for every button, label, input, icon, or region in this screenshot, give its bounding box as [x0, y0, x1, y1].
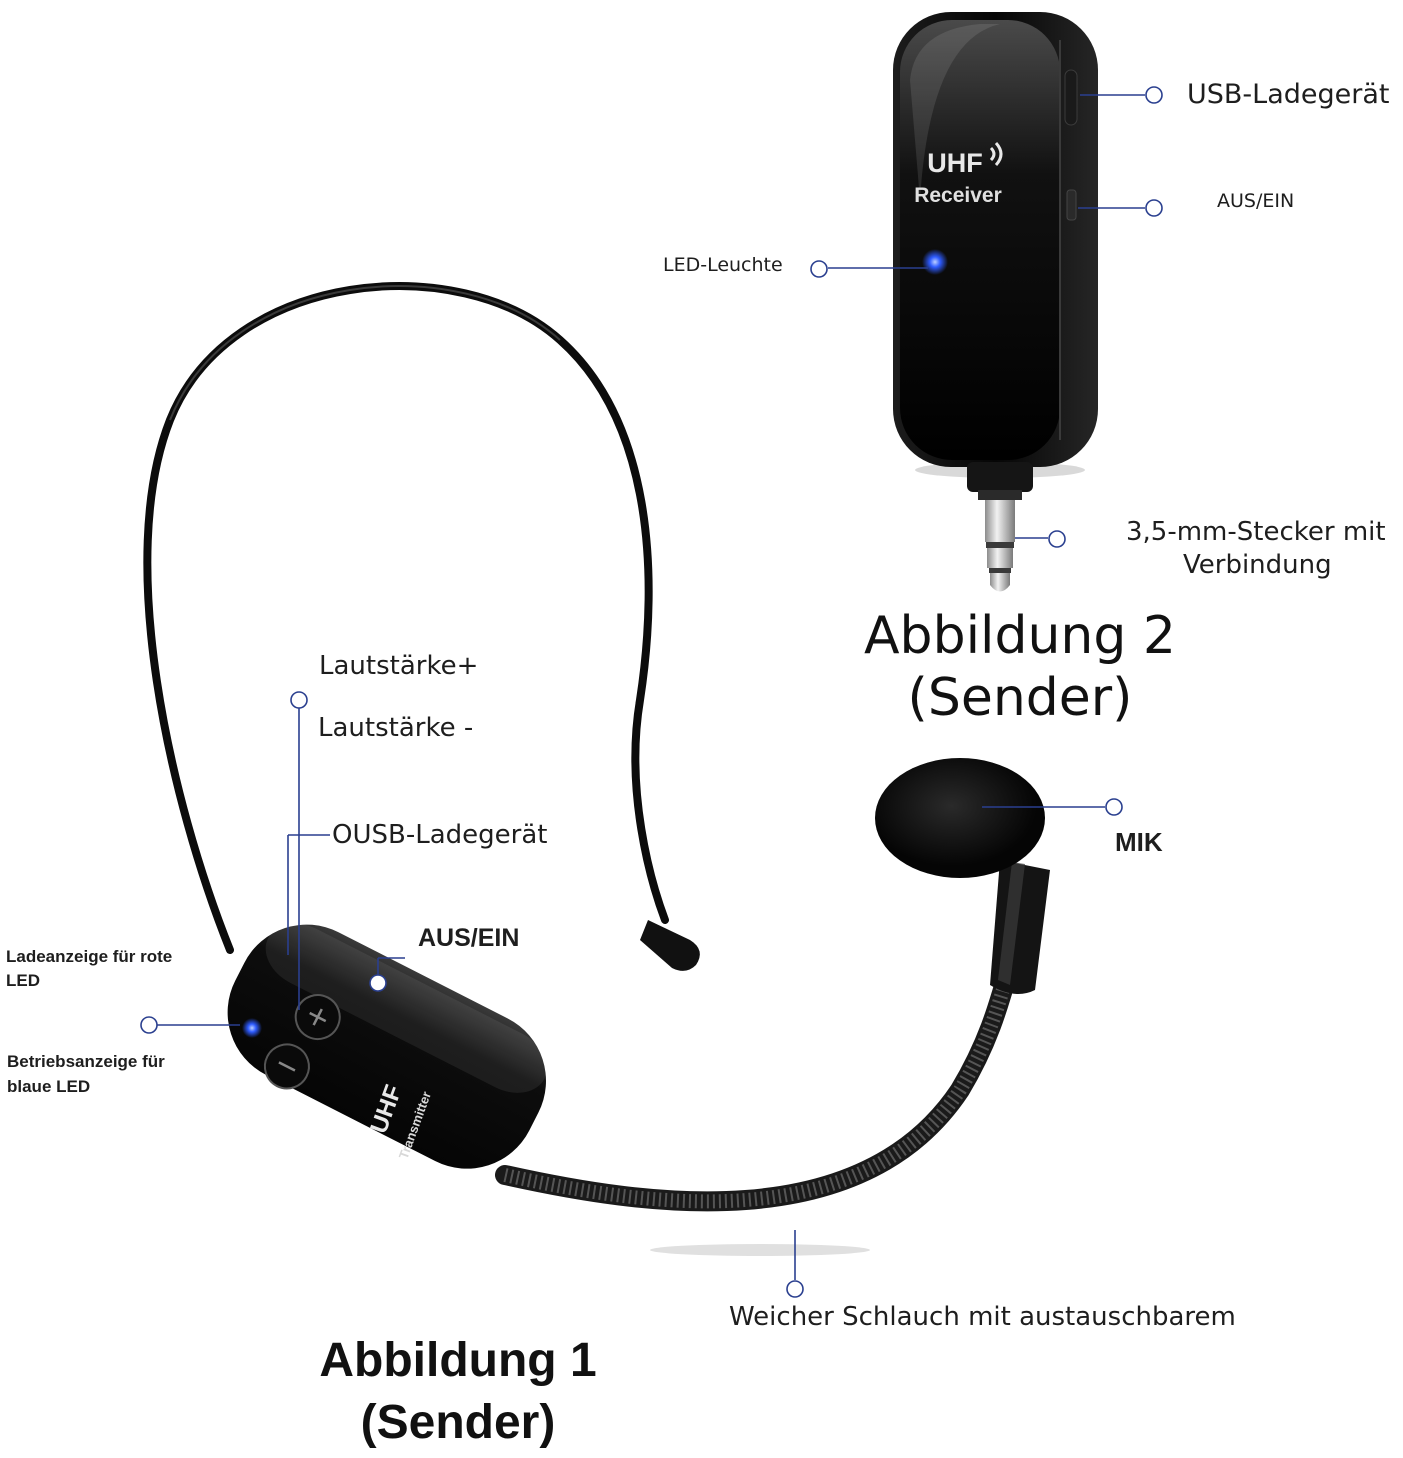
jack-plug-icon [985, 500, 1015, 592]
red-led-label-line1: Ladeanzeige für rote [6, 947, 173, 966]
receiver-plug-label-line2: Verbindung [1183, 550, 1332, 580]
blue-led-label-line2: blaue LED [7, 1077, 91, 1096]
transmitter-figure-title: Abbildung 1 [319, 1334, 597, 1387]
receiver-led-icon [922, 249, 948, 275]
receiver-figure-subtitle: (Sender) [907, 668, 1133, 728]
receiver-plug-label-line1: 3,5-mm-Stecker mit [1126, 517, 1386, 547]
transmitter-usb-label: OUSB-Ladegerät [332, 820, 548, 850]
receiver-led-label: LED-Leuchte [663, 254, 783, 276]
blue-led-label-line1: Betriebsanzeige für [7, 1052, 165, 1071]
transmitter-figure-subtitle: (Sender) [360, 1396, 556, 1449]
mic-label: MIK [1115, 827, 1163, 857]
receiver-figure-title: Abbildung 2 [863, 606, 1177, 666]
headset-transmitter: UHF Transmitter [143, 282, 1050, 1256]
receiver-usb-label: USB-Ladegerät [1187, 79, 1390, 110]
volume-up-label: Lautstärke+ [319, 651, 479, 681]
receiver-device: UHF Receiver [893, 12, 1098, 592]
red-led-label-line2: LED [6, 971, 40, 990]
receiver-switch-label: AUS/EIN [1217, 190, 1295, 212]
transmitter-switch-label: AUS/EIN [418, 924, 520, 952]
receiver-model-text: Receiver [914, 184, 1002, 207]
transmitter-callouts [140, 691, 1123, 1298]
receiver-callouts [810, 86, 1163, 548]
mic-foam-icon [875, 758, 1045, 878]
volume-down-label: Lautstärke - [318, 713, 474, 743]
hose-label: Weicher Schlauch mit austauschbarem [729, 1302, 1236, 1332]
receiver-uhf-logo-icon: UHF [927, 148, 983, 178]
transmitter-led-icon [242, 1018, 262, 1038]
